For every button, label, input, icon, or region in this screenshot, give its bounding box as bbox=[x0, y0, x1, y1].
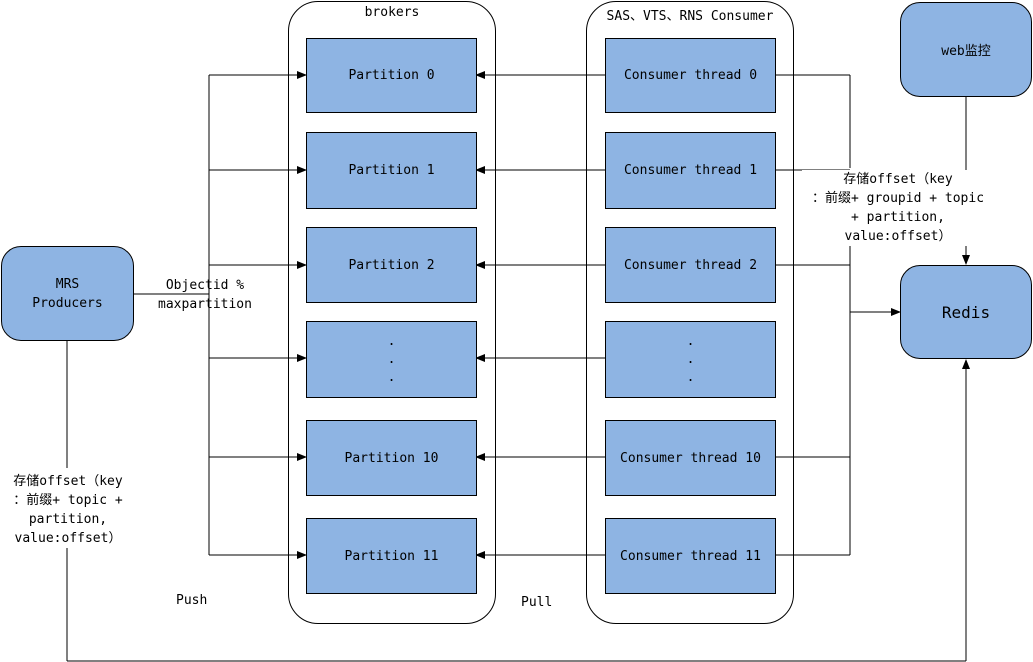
consumer-thread-11: Consumer thread 11 bbox=[605, 518, 776, 594]
mrs-producers-node: MRS Producers bbox=[1, 246, 134, 341]
consumer-group-title: SAS、VTS、RNS Consumer bbox=[606, 9, 774, 24]
consumer-thread-ellipsis: . . . bbox=[605, 321, 776, 398]
consumer-thread-1: Consumer thread 1 bbox=[605, 132, 776, 209]
producer-line-2: Producers bbox=[32, 295, 103, 311]
consumer-thread-2: Consumer thread 2 bbox=[605, 227, 776, 303]
objectid-line-1: Objectid % bbox=[165, 278, 245, 293]
producer-offset-note: 存储offset（key ：前缀+ topic + partition, val… bbox=[4, 472, 132, 548]
ellipsis-dot: . bbox=[686, 351, 695, 367]
partition-0: Partition 0 bbox=[306, 38, 477, 113]
consumer-thread-10: Consumer thread 10 bbox=[605, 420, 776, 496]
push-label: Push bbox=[176, 593, 208, 608]
partition-11: Partition 11 bbox=[306, 518, 477, 594]
consumer-offset-note: 存储offset（key ：前缀+ groupid + topic + part… bbox=[802, 170, 994, 246]
consumer-thread-0: Consumer thread 0 bbox=[605, 38, 776, 113]
consumer-group: SAS、VTS、RNS Consumer bbox=[586, 1, 794, 624]
ellipsis-dot: . bbox=[686, 333, 695, 349]
objectid-line-2: maxpartition bbox=[158, 297, 252, 312]
ellipsis-dot: . bbox=[387, 369, 396, 385]
partition-ellipsis: . . . bbox=[306, 321, 477, 398]
ellipsis-dot: . bbox=[387, 351, 396, 367]
redis-node: Redis bbox=[900, 265, 1032, 359]
ellipsis-dot: . bbox=[686, 369, 695, 385]
producer-note-line-3: partition, bbox=[28, 512, 108, 527]
consumer-note-line-2: ：前缀+ groupid + topic bbox=[811, 191, 985, 206]
consumer-note-line-1: 存储offset（key bbox=[843, 172, 953, 187]
brokers-group: brokers bbox=[288, 1, 496, 624]
brokers-title: brokers bbox=[364, 5, 420, 20]
producer-note-line-4: value:offset） bbox=[14, 531, 122, 546]
partition-10: Partition 10 bbox=[306, 420, 477, 496]
partition-2: Partition 2 bbox=[306, 227, 477, 303]
producer-line-1: MRS bbox=[55, 276, 80, 292]
partition-1: Partition 1 bbox=[306, 132, 477, 209]
objectid-label: Objectid % maxpartition bbox=[154, 276, 256, 314]
consumer-note-line-4: value:offset） bbox=[844, 229, 952, 244]
consumer-note-line-3: + partition, bbox=[851, 210, 945, 225]
web-monitor-node: web监控 bbox=[900, 2, 1032, 97]
pull-label: Pull bbox=[521, 595, 553, 610]
producer-note-line-2: ：前缀+ topic + bbox=[13, 493, 123, 508]
producer-note-line-1: 存储offset（key bbox=[13, 474, 123, 489]
ellipsis-dot: . bbox=[387, 333, 396, 349]
